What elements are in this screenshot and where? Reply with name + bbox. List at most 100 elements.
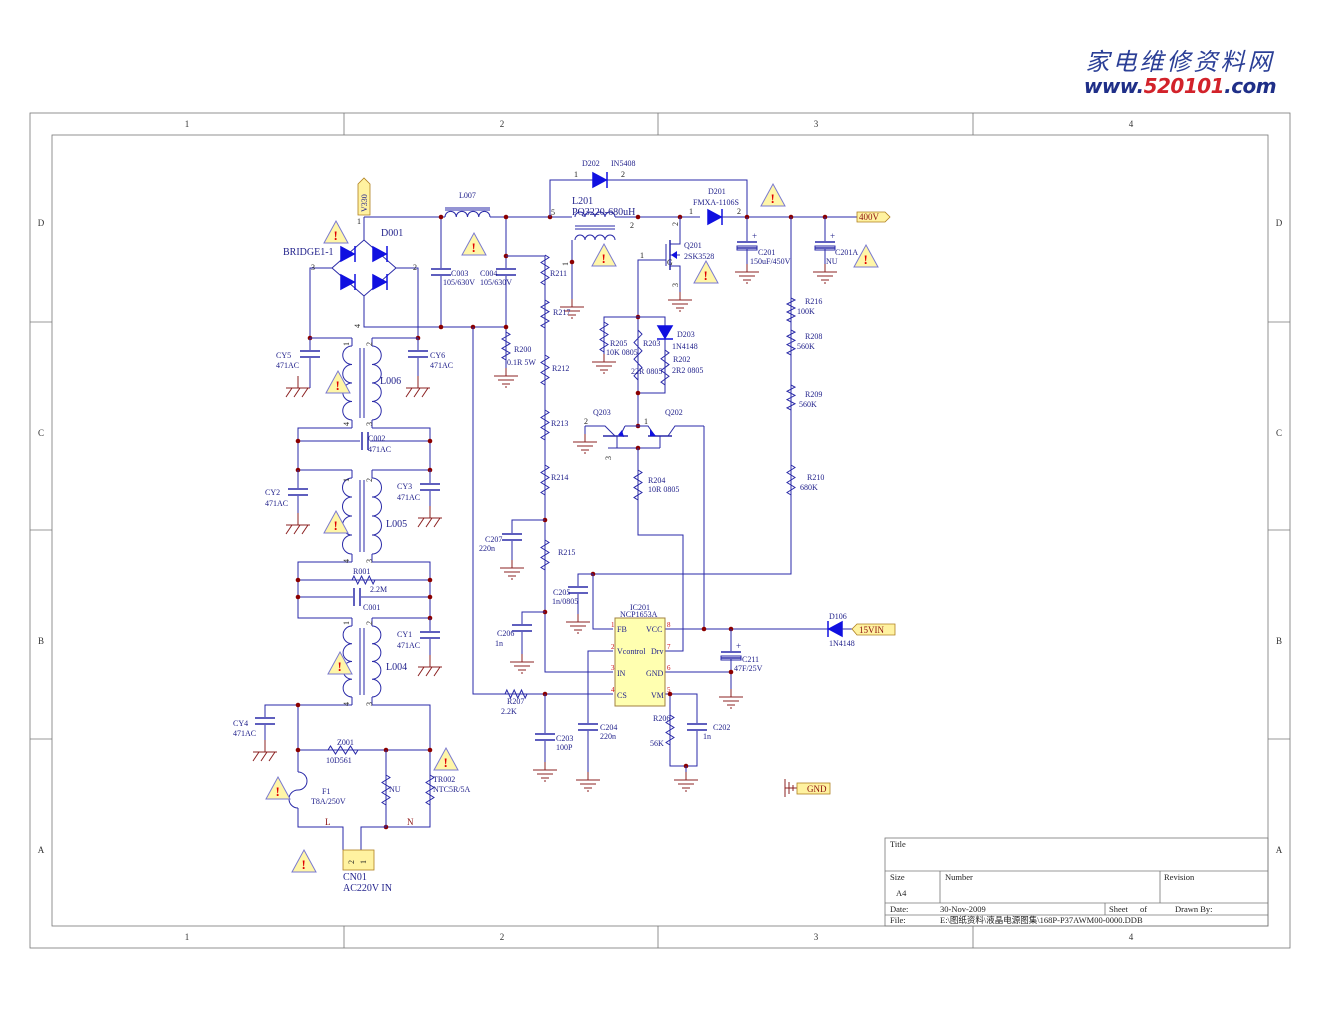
ground-tick <box>433 666 441 677</box>
resistor-zigzag <box>633 469 643 501</box>
part-ref: Q201 <box>684 241 702 250</box>
diode-d201 <box>707 208 723 226</box>
resistor-r207 <box>504 688 528 700</box>
ground-icon <box>510 654 534 674</box>
connector-cn01[interactable]: 2 1 CN01 AC220V IN <box>342 849 392 894</box>
part-value: 100P <box>556 743 573 752</box>
warning-mark: ! <box>338 659 342 674</box>
part-value: 2SK3528 <box>684 252 714 261</box>
title-block: Title Size A4 Number Revision Date: 30-N… <box>884 837 1269 927</box>
net-flag-gnd[interactable]: GND <box>796 782 831 795</box>
polarity-plus-icon: + <box>736 641 741 651</box>
part-value: PQ3220-680uH <box>572 207 635 218</box>
pin-number: 2 <box>365 478 374 482</box>
pin-number: 2 <box>584 417 588 426</box>
pin-number: 2 <box>413 263 417 272</box>
ic-pin-name: VM <box>651 691 664 700</box>
logo-url: www.520101.com <box>1070 76 1290 96</box>
warning-icon: ! <box>853 243 879 268</box>
resistor-zigzag <box>540 299 550 329</box>
capacitor-c204 <box>578 723 598 731</box>
ground-tick <box>425 666 433 677</box>
column-label: 2 <box>500 932 505 942</box>
part-ref: C001 <box>363 603 380 612</box>
capacitor-c211: + <box>720 641 742 661</box>
part-value: 560K <box>799 400 817 409</box>
part-ref: Z001 <box>337 738 354 747</box>
resistor-zigzag <box>633 329 643 381</box>
part-value: 220n <box>600 732 616 741</box>
coil-winding <box>574 234 616 241</box>
part-labels: D001 BRIDGE1-1 1 2 3 4 L007 C003 105/630… <box>233 159 858 827</box>
resistor-r21x <box>540 409 550 441</box>
part-ref: CY6 <box>430 351 445 360</box>
cap-gap <box>815 241 835 249</box>
cap-gap <box>737 241 757 249</box>
chassis-ground-icon <box>285 513 310 535</box>
wire <box>660 693 698 767</box>
wire <box>297 427 352 471</box>
resistor-zigzag <box>381 774 391 806</box>
part-value: T8A/250V <box>311 797 346 806</box>
resistor-zigzag <box>786 464 796 496</box>
transistor-arrow <box>618 430 624 437</box>
row-label: D <box>1276 218 1283 228</box>
cap-gap <box>512 624 532 632</box>
part-ref: R215 <box>558 548 575 557</box>
warning-mark: ! <box>704 268 708 283</box>
resistor-r202 <box>660 349 670 386</box>
ic201-ncp1653a[interactable]: IC201 NCP1653A 1 FB 2 Vcontrol 3 IN 4 CS… <box>611 603 671 707</box>
coil-winding <box>371 345 382 421</box>
cap-gap <box>353 587 361 607</box>
part-value: 220n <box>479 544 495 553</box>
part-ref: C203 <box>556 734 573 743</box>
part-value: NTC5R/5A <box>433 785 471 794</box>
warning-triangle <box>461 231 487 256</box>
resistor-r2xx <box>785 329 797 356</box>
chassis-ground-icon <box>405 376 430 398</box>
wire <box>603 316 638 360</box>
wire <box>549 179 748 217</box>
part-ref: C204 <box>600 723 617 732</box>
net-flag-15vin[interactable]: 15VIN <box>851 623 896 636</box>
junction-dot <box>295 438 301 444</box>
part-value: 10D561 <box>326 756 352 765</box>
part-ref: C004 <box>480 269 497 278</box>
transistor-arrow <box>650 429 656 436</box>
common-mode-choke-l005 <box>342 477 382 555</box>
column-label: 3 <box>814 932 819 942</box>
wire <box>506 255 613 673</box>
ground-tick <box>260 751 268 762</box>
part-ref: R208 <box>805 332 822 341</box>
cap-gap <box>496 268 516 276</box>
ground-icon <box>533 762 557 782</box>
ground-tick <box>293 387 301 398</box>
fuse-arc <box>288 771 308 809</box>
pin-number: 2 <box>737 207 741 216</box>
junction-dot <box>295 702 301 708</box>
column-label: 2 <box>500 119 505 129</box>
ground-tick <box>301 524 309 535</box>
pin-number: 3 <box>365 422 374 426</box>
date-label: Date: <box>890 904 908 914</box>
warning-icon: ! <box>461 231 487 256</box>
part-ref: CY4 <box>233 719 248 728</box>
net-flag-v330[interactable]: V330 <box>357 177 371 216</box>
ground-icon <box>668 292 692 312</box>
net-flag-400v[interactable]: 400V <box>856 211 891 223</box>
net-label: 15VIN <box>859 625 884 635</box>
ic-part-number: NCP1653A <box>620 610 658 619</box>
ground-icon <box>719 689 743 709</box>
warning-triangle <box>327 650 353 675</box>
resistor-zigzag <box>785 384 797 411</box>
resistor-r204 <box>633 469 643 501</box>
resistor-r21x <box>540 254 550 286</box>
common-mode-choke-l004 <box>342 625 382 698</box>
resistor-r2xx <box>785 384 797 411</box>
wire <box>396 267 419 338</box>
ground-tick <box>268 751 276 762</box>
resistor-r205 <box>599 321 609 353</box>
part-value: 471AC <box>233 729 256 738</box>
cap-gap <box>420 483 440 491</box>
